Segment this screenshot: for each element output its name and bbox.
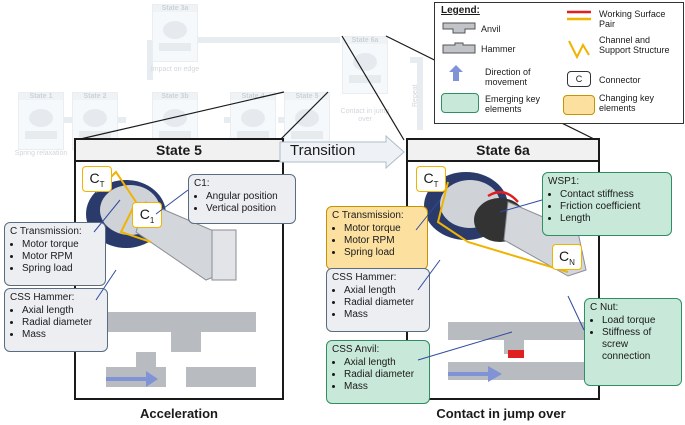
legend-channel: Channel and Support Structure xyxy=(599,35,670,55)
caption-impact-on-edge: Impact on edge xyxy=(150,66,200,73)
state6a-caption: Contact in jump over xyxy=(436,406,566,421)
connector-cn-icon: CN xyxy=(552,244,582,270)
anvil-legend-icon xyxy=(442,22,476,34)
connector-ct-icon: CT xyxy=(82,166,112,192)
mini-state-6a: State 6a xyxy=(342,36,388,94)
direction-arrow-icon xyxy=(106,371,158,387)
legend-title: Legend: xyxy=(441,5,480,16)
state6a-css-anvil-box: CSS Anvil: Axial length Radial diameter … xyxy=(326,340,430,404)
channel-legend-icon xyxy=(568,40,590,60)
transition-label: Transition xyxy=(290,142,356,159)
caption-contact-in-jump-over: Contact in jump over xyxy=(340,108,390,123)
legend-wsp: Working Surface Pair xyxy=(599,9,666,29)
direction-legend-icon xyxy=(449,65,463,81)
mini-state-5: State 5 xyxy=(284,92,330,150)
state5-illustration xyxy=(86,170,256,387)
c1-properties-box: C1: Angular position Vertical position xyxy=(188,174,296,224)
connector-c1-icon: C1 xyxy=(132,202,162,228)
state5-css-hammer-box: CSS Hammer: Axial length Radial diameter… xyxy=(4,288,108,352)
state6a-panel: State 6a CT CN xyxy=(406,138,600,400)
connector-legend-icon: C xyxy=(567,71,591,87)
wsp1-properties-box: WSP1: Contact stiffness Friction coeffic… xyxy=(542,172,672,236)
state6a-c-transmission-box: C Transmission: Motor torque Motor RPM S… xyxy=(326,206,428,270)
caption-spring-relaxation: Spring relaxation xyxy=(14,150,68,157)
wsp-legend-icon xyxy=(567,10,591,21)
emerging-legend-swatch xyxy=(441,93,479,113)
state5-title: State 5 xyxy=(76,140,282,162)
state6a-illustration xyxy=(424,172,588,382)
legend-direction: Direction of movement xyxy=(485,67,531,87)
legend-anvil: Anvil xyxy=(481,24,501,34)
changing-legend-swatch xyxy=(563,95,595,115)
state6a-title: State 6a xyxy=(408,140,598,162)
connector-ct-icon-right: CT xyxy=(416,166,446,192)
state5-c-transmission-box: C Transmission: Motor torque Motor RPM S… xyxy=(4,222,106,286)
transition-arrow-icon xyxy=(279,134,405,170)
legend-connector: Connector xyxy=(599,75,641,85)
state6a-direction-arrow-icon xyxy=(448,366,502,382)
hammer-legend-icon xyxy=(442,42,476,54)
legend-changing: Changing key elements xyxy=(599,93,655,113)
state6a-css-hammer-box: CSS Hammer: Axial length Radial diameter… xyxy=(326,268,430,332)
legend: Legend: Anvil Hammer Direction of moveme… xyxy=(434,2,684,124)
mini-state-1: State 1 xyxy=(18,92,64,150)
mini-state-3a: State 3a xyxy=(152,4,198,62)
legend-hammer: Hammer xyxy=(481,44,516,54)
legend-emerging: Emerging key elements xyxy=(485,94,541,114)
state5-caption: Acceleration xyxy=(139,406,219,421)
c-nut-properties-box: C Nut: Load torque Stiffness of screw co… xyxy=(584,298,682,386)
